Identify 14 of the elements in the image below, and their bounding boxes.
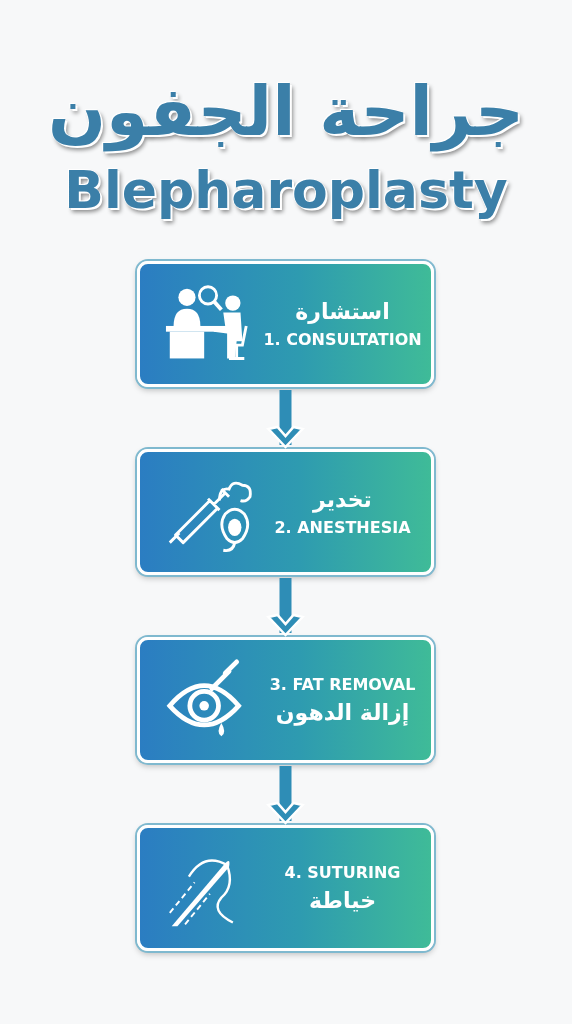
step-box: [137, 637, 434, 763]
step-label: 1. CONSULTATION: [263, 330, 422, 349]
step-label: 4. SUTURING: [284, 863, 401, 882]
step-label: 2. ANESTHESIA: [274, 518, 411, 537]
step-label: 3. FAT REMOVAL: [269, 675, 416, 694]
step-label: إزالة الدهون: [275, 700, 410, 725]
step-box: [137, 825, 434, 951]
subtitle: Blepharoplasty: [63, 159, 509, 222]
step-box: [137, 449, 434, 575]
step-label: استشارة: [295, 299, 390, 324]
step-label: خياطة: [308, 888, 377, 913]
step-label: تخدير: [313, 487, 372, 512]
title: جراحة الجفون: [47, 72, 525, 152]
step-box: [137, 261, 434, 387]
